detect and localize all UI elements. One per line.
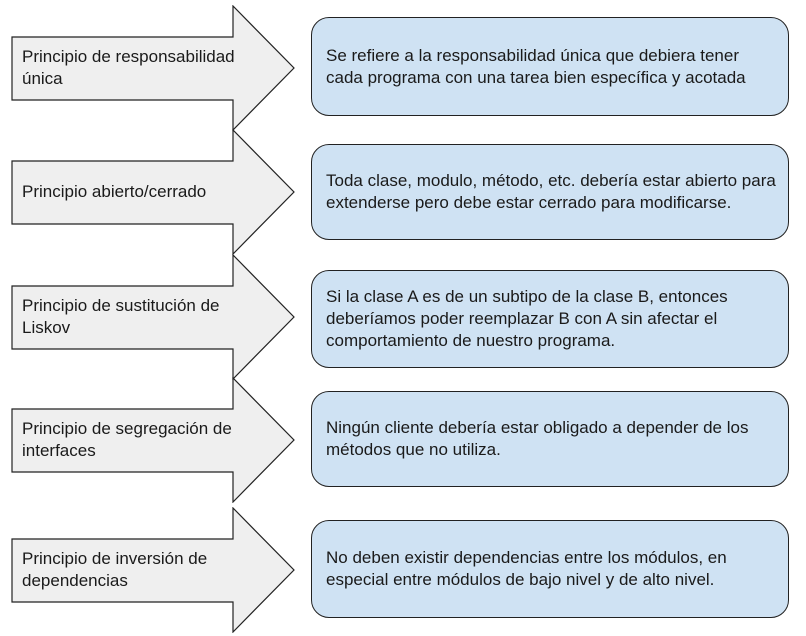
principle-description-2: Toda clase, modulo, método, etc. debería… bbox=[311, 144, 789, 240]
principle-description-4: Ningún cliente debería estar obligado a … bbox=[311, 391, 789, 487]
principle-name-4: Principio de segregación de interfaces bbox=[22, 419, 232, 460]
principle-name-1: Principio de responsabilidad única bbox=[22, 47, 235, 88]
principle-description-3: Si la clase A es de un subtipo de la cla… bbox=[311, 270, 789, 368]
principle-description-text-4: Ningún cliente debería estar obligado a … bbox=[326, 418, 749, 459]
principle-name-2: Principio abierto/cerrado bbox=[22, 182, 207, 201]
arrow-shape-1 bbox=[11, 5, 295, 131]
principle-description-text-5: No deben existir dependencias entre los … bbox=[326, 548, 727, 589]
principle-description-text-2: Toda clase, modulo, método, etc. debería… bbox=[326, 171, 776, 212]
arrow-shape-2 bbox=[11, 129, 295, 255]
arrow-shape-5 bbox=[11, 507, 295, 633]
principle-description-text-1: Se refiere a la responsabilidad única qu… bbox=[326, 45, 746, 87]
principle-name-3: Principio de sustitución de Liskov bbox=[22, 296, 220, 337]
principle-description-text-3: Si la clase A es de un subtipo de la cla… bbox=[326, 287, 728, 350]
principle-description-5: No deben existir dependencias entre los … bbox=[311, 520, 789, 618]
arrow-shape-4 bbox=[11, 377, 295, 503]
arrow-shape-3 bbox=[11, 254, 295, 380]
principle-description-1: Se refiere a la responsabilidad única qu… bbox=[311, 17, 789, 116]
principle-name-5: Principio de inversión de dependencias bbox=[22, 549, 208, 590]
